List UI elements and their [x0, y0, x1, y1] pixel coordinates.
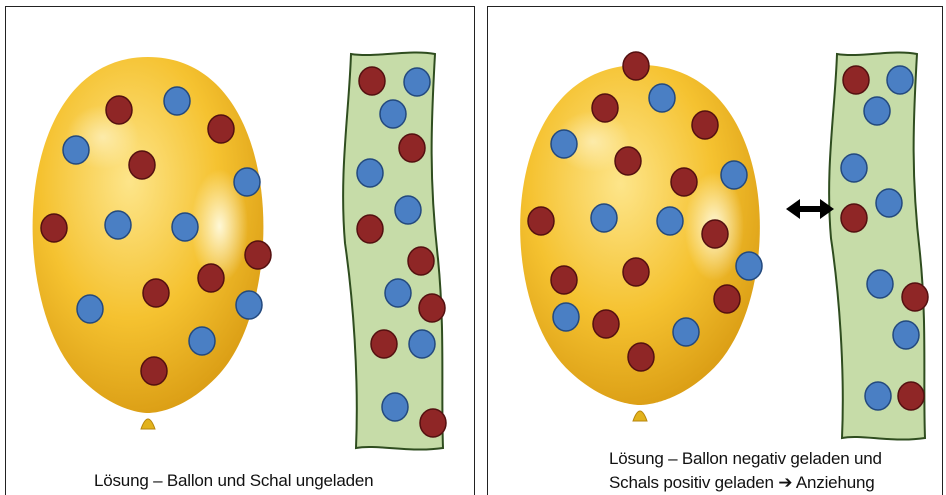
balloon-knot	[633, 411, 647, 421]
negative-charge	[867, 270, 893, 298]
illustration-charged	[488, 7, 943, 495]
negative-charge	[591, 204, 617, 232]
negative-charge	[77, 295, 103, 323]
attraction-arrow-icon	[786, 199, 834, 219]
positive-charge	[671, 168, 697, 196]
negative-charge	[887, 66, 913, 94]
negative-charge	[385, 279, 411, 307]
positive-charge	[628, 343, 654, 371]
positive-charge	[902, 283, 928, 311]
positive-charge	[408, 247, 434, 275]
negative-charge	[357, 159, 383, 187]
negative-charge	[893, 321, 919, 349]
caption-line: Lösung – Ballon und Schal ungeladen	[94, 469, 373, 493]
positive-charge	[615, 147, 641, 175]
negative-charge	[382, 393, 408, 421]
positive-charge	[129, 151, 155, 179]
negative-charge	[876, 189, 902, 217]
positive-charge	[623, 258, 649, 286]
negative-charge	[553, 303, 579, 331]
positive-charge	[245, 241, 271, 269]
positive-charge	[528, 207, 554, 235]
negative-charge	[164, 87, 190, 115]
positive-charge	[692, 111, 718, 139]
caption-charged: Lösung – Ballon negativ geladen und Scha…	[609, 447, 882, 495]
panel-charged: Lösung – Ballon negativ geladen und Scha…	[487, 6, 943, 495]
positive-charge	[593, 310, 619, 338]
caption-line: Schals positiv geladen ➔ Anziehung	[609, 471, 882, 495]
positive-charge	[702, 220, 728, 248]
negative-charge	[380, 100, 406, 128]
balloon-knot	[141, 419, 155, 429]
negative-charge	[864, 97, 890, 125]
negative-charge	[395, 196, 421, 224]
positive-charge	[623, 52, 649, 80]
negative-charge	[189, 327, 215, 355]
negative-charge	[409, 330, 435, 358]
positive-charge	[359, 67, 385, 95]
positive-charge	[841, 204, 867, 232]
positive-charge	[143, 279, 169, 307]
negative-charge	[841, 154, 867, 182]
negative-charge	[404, 68, 430, 96]
positive-charge	[843, 66, 869, 94]
negative-charge	[63, 136, 89, 164]
positive-charge	[41, 214, 67, 242]
positive-charge	[106, 96, 132, 124]
negative-charge	[236, 291, 262, 319]
positive-charge	[198, 264, 224, 292]
negative-charge	[105, 211, 131, 239]
positive-charge	[551, 266, 577, 294]
negative-charge	[172, 213, 198, 241]
positive-charge	[419, 294, 445, 322]
negative-charge	[234, 168, 260, 196]
caption-line: Lösung – Ballon negativ geladen und	[609, 447, 882, 471]
negative-charge	[649, 84, 675, 112]
negative-charge	[657, 207, 683, 235]
negative-charge	[721, 161, 747, 189]
negative-charge	[551, 130, 577, 158]
negative-charge	[865, 382, 891, 410]
positive-charge	[141, 357, 167, 385]
negative-charge	[736, 252, 762, 280]
positive-charge	[420, 409, 446, 437]
positive-charge	[399, 134, 425, 162]
positive-charge	[592, 94, 618, 122]
positive-charge	[357, 215, 383, 243]
caption-uncharged: Lösung – Ballon und Schal ungeladen	[94, 469, 373, 493]
positive-charge	[898, 382, 924, 410]
positive-charge	[714, 285, 740, 313]
negative-charge	[673, 318, 699, 346]
positive-charge	[371, 330, 397, 358]
positive-charge	[208, 115, 234, 143]
panel-uncharged: Lösung – Ballon und Schal ungeladen	[5, 6, 475, 495]
illustration-uncharged	[6, 7, 475, 495]
